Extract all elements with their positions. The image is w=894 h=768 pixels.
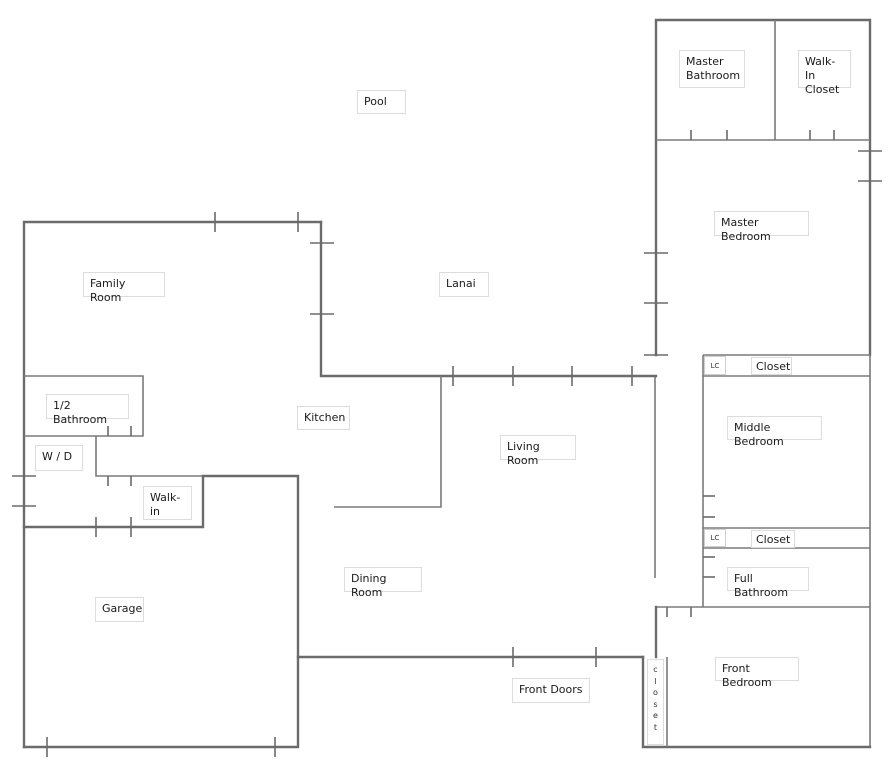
room-label-lanai: Lanai (439, 272, 489, 297)
room-label-middle-bedroom: Middle Bedroom (727, 416, 822, 448)
room-label-garage: Garage (95, 597, 144, 622)
linen-closet-lower: LC (704, 529, 726, 547)
room-label-dining-room: Dining Room (344, 567, 422, 599)
room-label-kitchen: Kitchen (297, 406, 350, 430)
room-label-living-room: Living Room (500, 435, 576, 467)
laundry-wall (95, 436, 203, 477)
room-label-front-bedroom: Front Bedroom (715, 657, 799, 689)
master-suite-outer-wall (654, 18, 872, 357)
walk-in-wall (22, 474, 300, 659)
garage-wall (22, 655, 645, 749)
room-label-family-room: Family Room (83, 272, 165, 304)
family-room-wall (22, 220, 323, 749)
room-label-front-doors: Front Doors (512, 678, 590, 703)
room-label-closet-upper: Closet (751, 357, 792, 375)
linen-closet-upper: LC (704, 356, 726, 375)
half-bath-wall (24, 375, 144, 437)
room-label-walk-in: Walk-in (143, 486, 192, 520)
room-label-walk-in-closet: Walk-In Closet (798, 50, 851, 96)
kitchen-living-divider (334, 376, 442, 508)
room-label-master-bathroom: Master Bathroom (679, 50, 745, 88)
room-label-washer-dryer: W / D (35, 445, 83, 471)
room-label-master-bedroom: Master Bedroom (714, 211, 809, 243)
room-label-full-bathroom: Full Bathroom (727, 567, 809, 599)
lanai-wall (319, 220, 658, 378)
room-label-closet-lower: Closet (751, 530, 795, 548)
room-label-half-bathroom: 1/2 Bathroom (46, 394, 129, 426)
front-wing-outer-wall (641, 655, 872, 749)
front-closet-label: c l o s e t (647, 659, 664, 745)
room-label-pool: Pool (357, 90, 406, 114)
